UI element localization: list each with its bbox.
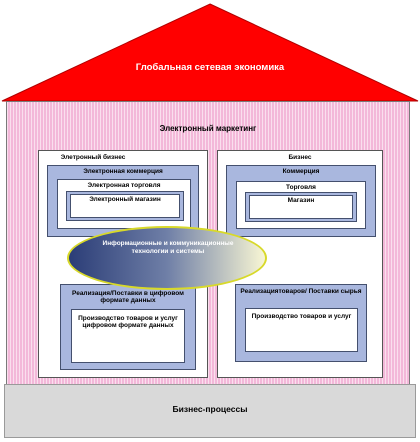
e-shop-label: Электронный магазин (89, 196, 161, 203)
marketing-title: Электронный маркетинг (159, 124, 257, 133)
production-box (245, 308, 358, 352)
roof-title: Глобальная сетевая экономика (135, 62, 285, 73)
e-trade-label: Электронная торговля (87, 182, 161, 189)
e-commerce-label: Электронная коммерция (83, 168, 163, 175)
roof-triangle (1, 3, 419, 102)
business-title: Бизнес (288, 154, 312, 161)
foundation-block (4, 384, 416, 438)
production-label: Производство товаров и услуг (251, 313, 352, 320)
electronic-business-title: Элетронный бизнес (60, 154, 126, 161)
shop-label: Магазин (287, 197, 315, 204)
trade-label: Торговля (286, 184, 316, 191)
digital-production-label: Производство товаров и услуг цифровом фо… (78, 315, 178, 330)
commerce-label: Коммерция (282, 168, 320, 175)
raw-supply-label: Реализациятоваров/ Поставки сырья (240, 288, 362, 295)
e-shop-inner (70, 194, 180, 218)
digital-production-box (71, 309, 185, 363)
ict-ellipse (67, 226, 267, 290)
digital-delivery-label: Реализация/Поставки в цифровом формате д… (72, 290, 184, 305)
business-processes-title: Бизнес-процессы (172, 404, 248, 414)
shop-inner (249, 195, 353, 219)
ict-label: Информационные и коммуникационные технол… (102, 240, 234, 256)
